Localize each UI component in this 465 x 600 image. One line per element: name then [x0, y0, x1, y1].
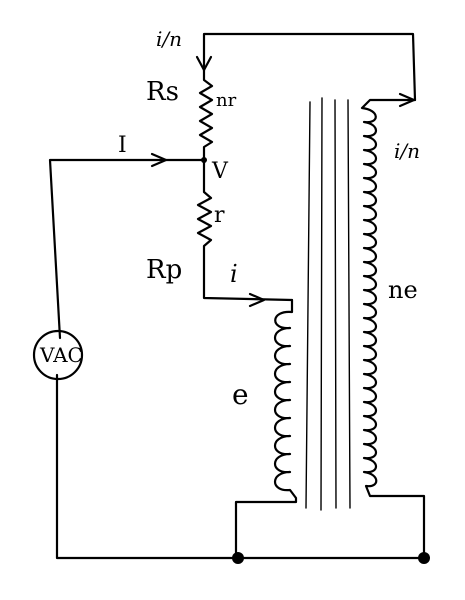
- resistor-Rs: [198, 68, 214, 160]
- primary-coil: [234, 298, 298, 560]
- label-i: i: [230, 260, 238, 288]
- svg-text:i: i: [230, 260, 238, 288]
- label-I: I: [118, 133, 127, 158]
- current-i-over-n-arrow-right: [398, 92, 416, 108]
- label-Rs: Rs: [146, 77, 179, 107]
- wire-top-secondary: [202, 32, 417, 102]
- ac-source-circle: [32, 329, 84, 381]
- label-r: r: [214, 203, 225, 228]
- wire-bottom-left: [55, 373, 242, 560]
- secondary-coil: [360, 98, 426, 560]
- svg-text:nr: nr: [216, 90, 237, 111]
- label-e: e: [232, 378, 249, 411]
- svg-text:I: I: [118, 133, 127, 158]
- label-ne: ne: [388, 276, 418, 304]
- label-VAC: VAC: [39, 343, 83, 367]
- svg-text:i/n: i/n: [394, 139, 420, 163]
- wire-top-left: [48, 158, 207, 340]
- label-i-over-n-right: i/n: [394, 139, 420, 163]
- node-V: [201, 157, 207, 163]
- svg-text:VAC: VAC: [39, 343, 83, 367]
- terminal-left: [232, 552, 244, 564]
- svg-text:i/n: i/n: [156, 27, 182, 51]
- core-line-4: [347, 99, 351, 509]
- label-i-over-n-top: i/n: [156, 27, 182, 51]
- label-Rp: Rp: [146, 255, 182, 285]
- core-line-1: [305, 101, 311, 509]
- core-line-3: [334, 99, 337, 509]
- label-V: V: [211, 159, 229, 184]
- current-i-arrow: [248, 292, 266, 308]
- current-I-arrow: [150, 152, 168, 168]
- core-line-2: [320, 97, 323, 511]
- label-nr: nr: [216, 90, 237, 111]
- svg-text:e: e: [232, 378, 249, 411]
- svg-text:Rs: Rs: [146, 77, 179, 107]
- resistor-Rp: [196, 160, 294, 302]
- svg-text:ne: ne: [388, 276, 418, 304]
- svg-text:r: r: [214, 203, 225, 228]
- terminal-right: [418, 552, 430, 564]
- svg-text:V: V: [211, 159, 229, 184]
- svg-text:Rp: Rp: [146, 255, 182, 285]
